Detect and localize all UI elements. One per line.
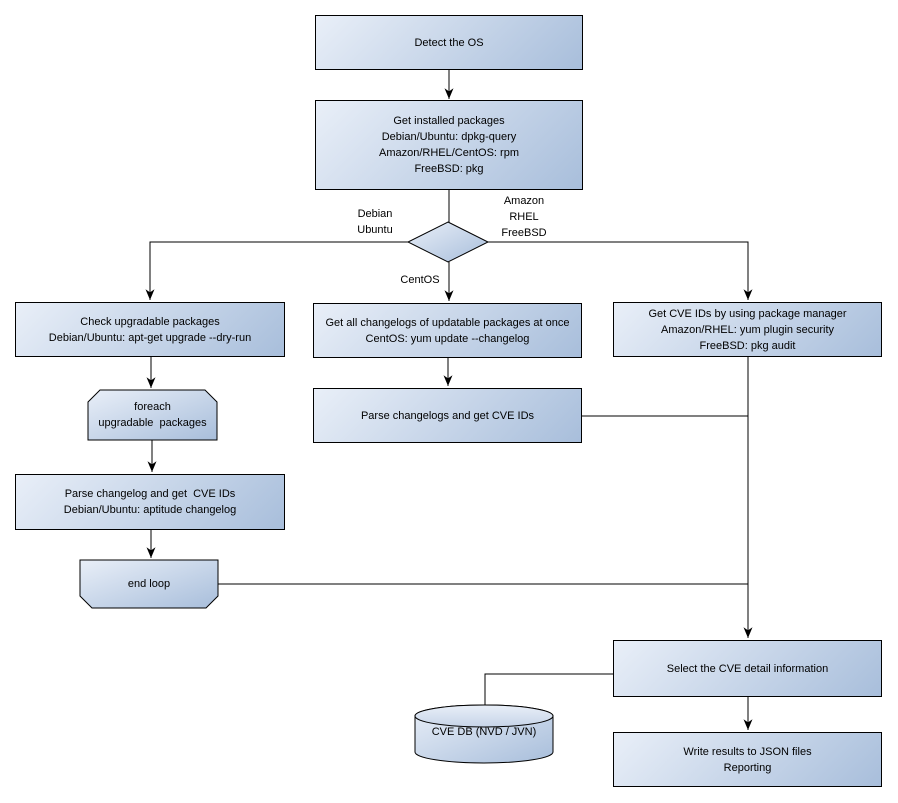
node-get-all-changelogs: Get all changelogs of updatable packages… — [313, 303, 582, 358]
node-get-cve-ids-package-manager: Get CVE IDs by using package manager Ama… — [613, 302, 882, 357]
edge-label-debian-ubuntu: Debian Ubuntu — [357, 208, 393, 236]
node-select-cve-detail: Select the CVE detail information — [613, 640, 882, 697]
node-write-results: Write results to JSON files Reporting — [613, 732, 882, 787]
node-check-upgradable-packages: Check upgradable packages Debian/Ubuntu:… — [15, 302, 285, 357]
node-get-installed-packages: Get installed packages Debian/Ubuntu: dp… — [315, 100, 583, 190]
foreach-loop-shape — [87, 389, 218, 441]
end-loop-label: end loop — [127, 578, 171, 590]
edge-decision-to-get-cve-ids — [488, 241, 753, 301]
edge-cvedb-to-select — [484, 673, 613, 706]
edge-label-amazon-rhel-freebsd: Amazon RHEL FreeBSD — [501, 195, 547, 239]
decision-diamond-shape — [406, 221, 490, 263]
foreach-loop-label: foreach upgradable packages — [98, 401, 207, 429]
node-parse-changelogs-mid: Parse changelogs and get CVE IDs — [313, 388, 582, 443]
edge-decision-to-check-upgradable — [145, 241, 408, 301]
node-parse-changelog-left: Parse changelog and get CVE IDs Debian/U… — [15, 474, 285, 530]
end-loop-shape — [79, 559, 219, 609]
cve-db-cylinder-top — [414, 704, 554, 728]
cve-db-label: CVE DB (NVD / JVN) — [431, 726, 537, 738]
node-detect-os: Detect the OS — [315, 15, 583, 70]
edge-label-centos: CentOS — [400, 274, 440, 286]
